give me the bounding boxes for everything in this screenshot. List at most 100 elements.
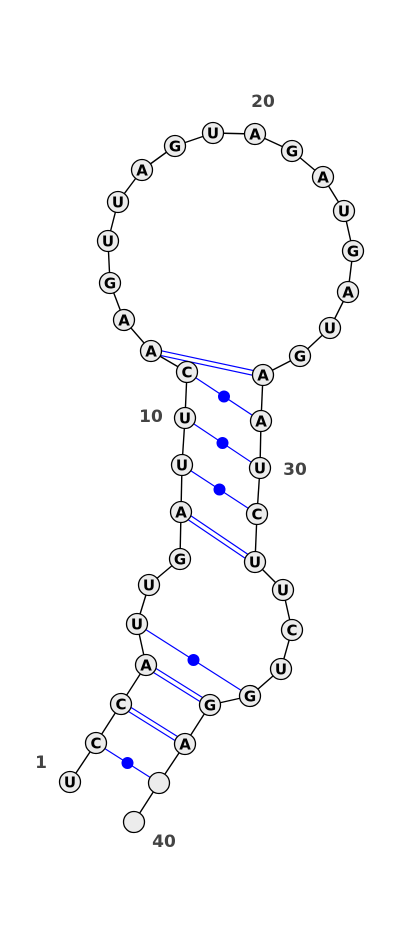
nucleotide-22: A <box>311 165 335 189</box>
nucleotide-15: U <box>96 229 120 253</box>
nucleotide-7: G <box>168 547 192 571</box>
nucleotide-14: G <box>98 271 122 295</box>
nucleotide-letter: G <box>204 697 216 715</box>
nucleotide-circle <box>341 239 365 263</box>
gu-pair-dot <box>213 483 226 496</box>
nucleotide-circle <box>280 139 304 163</box>
gu-pair-dot <box>121 757 134 769</box>
nucleotide-12: A <box>139 339 163 363</box>
nucleotide-circle <box>336 280 360 304</box>
nucleotide-letter: U <box>112 194 124 212</box>
nucleotide-letter: A <box>140 657 152 675</box>
nucleotide-circle <box>248 456 272 480</box>
index-label-1: 1 <box>35 753 47 773</box>
nucleotide-circle <box>169 500 193 524</box>
nucleotide-letter: A <box>118 312 130 330</box>
nucleotide-circle <box>137 573 161 597</box>
nucleotide-circle <box>311 165 335 189</box>
nucleotide-circle <box>147 771 171 795</box>
nucleotide-19: U <box>201 121 225 145</box>
nucleotide-letter: U <box>254 460 266 478</box>
nucleotide-3: C <box>109 692 133 716</box>
nucleotide-letter: G <box>286 143 298 161</box>
nucleotide-17: A <box>130 158 154 182</box>
nucleotide-30: U <box>248 456 272 480</box>
nucleotide-23: U <box>332 199 356 223</box>
nucleotide-circle <box>175 360 199 384</box>
nucleotide-letter: A <box>179 736 191 754</box>
nucleotide-letter: A <box>136 162 148 180</box>
nucleotide-circle <box>134 653 158 677</box>
nucleotide-circle <box>269 657 293 681</box>
nucleotide-circle <box>238 684 262 708</box>
base-pair-9-29 <box>184 417 261 469</box>
nucleotide-circle <box>109 692 133 716</box>
index-label-40: 40 <box>152 832 176 852</box>
nucleotide-letter: G <box>174 551 186 569</box>
nucleotide-letter: A <box>317 169 329 187</box>
gu-pair-dot <box>187 654 200 666</box>
nucleotide-34: C <box>280 618 304 642</box>
nucleotide-4: A <box>134 653 158 677</box>
pair-bond-line <box>150 352 263 378</box>
nucleotide-circle <box>122 810 146 834</box>
nucleotide-letter: G <box>347 243 359 261</box>
nucleotide-circle <box>168 547 192 571</box>
nucleotide-letter: A <box>342 284 354 302</box>
pair-bond-line <box>119 705 185 747</box>
nucleotide-circle <box>332 199 356 223</box>
nucleotide-circle <box>318 316 342 340</box>
nucleotide-18: G <box>163 134 187 158</box>
nucleotide-40 <box>122 810 146 834</box>
nucleotide-letter: U <box>131 616 143 634</box>
nucleotide-letter: C <box>181 364 192 382</box>
nucleotide-letter: U <box>324 320 336 338</box>
nucleotide-circle <box>112 308 136 332</box>
base-pair-3-36 <box>144 662 212 708</box>
nucleotide-38: A <box>173 732 197 756</box>
nucleotide-letter: G <box>244 688 256 706</box>
gu-pair-dot <box>218 390 230 403</box>
pair-bond-line <box>179 513 254 565</box>
pair-bond-line <box>121 701 187 743</box>
nucleotide-39 <box>147 771 171 795</box>
nucleotide-37: G <box>198 693 222 717</box>
pair-bond-line <box>151 348 264 374</box>
nucleotide-letter: C <box>115 696 126 714</box>
nucleotide-letter: G <box>104 275 116 293</box>
nucleotide-11: C <box>175 360 199 384</box>
pair-bond-line <box>144 666 210 708</box>
nucleotide-letter: U <box>179 410 191 428</box>
nucleotide-letter: U <box>338 203 350 221</box>
base-pair-1-38 <box>95 742 160 784</box>
nucleotide-16: U <box>106 190 130 214</box>
nucleotide-letter: U <box>102 233 114 251</box>
base-pairs <box>95 348 264 784</box>
nucleotide-letter: A <box>255 413 267 431</box>
pair-bond-line <box>146 662 212 704</box>
nucleotide-circle <box>96 229 120 253</box>
nucleotide-letter: U <box>64 774 76 792</box>
nucleotide-letter: C <box>286 622 297 640</box>
nucleotide-circle <box>243 550 267 574</box>
nucleotide-13: A <box>112 308 136 332</box>
base-pair-2-37 <box>119 701 187 747</box>
nucleotide-circle <box>201 121 225 145</box>
nucleotide-circle <box>106 190 130 214</box>
nucleotide-27: G <box>288 344 312 368</box>
nucleotide-29: A <box>249 409 273 433</box>
pair-bond-line <box>182 509 257 561</box>
nucleotide-letter: G <box>294 348 306 366</box>
gu-pair-dot <box>216 437 229 449</box>
nucleotide-letter: U <box>275 661 287 679</box>
nucleotide-letter: A <box>175 504 187 522</box>
nucleotide-circle <box>84 731 108 755</box>
base-pair-8-30 <box>181 464 258 515</box>
nucleotide-2: C <box>84 731 108 755</box>
nucleotide-circle <box>163 134 187 158</box>
nucleotide-letter: U <box>207 125 219 143</box>
nucleotide-circle <box>125 612 149 636</box>
